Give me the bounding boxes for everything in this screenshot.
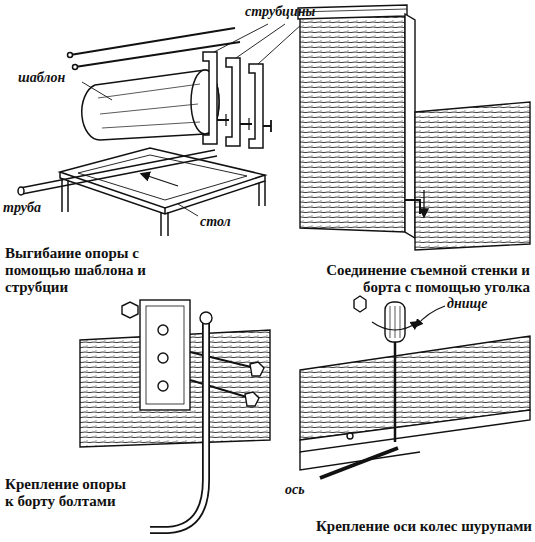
figure-caption: Крепление оси колес шурупами [250,518,532,535]
part-label: днище [447,296,527,312]
part-label: труба [3,200,58,216]
figure-caption: Выгибаиие опоры с помощью шаблона и стру… [5,245,155,296]
part-label: шаблон [18,70,88,86]
wall-joint [298,5,530,250]
axle-mount [300,296,530,478]
figure-caption: Соединение съемной стенки и борта с помо… [290,262,530,296]
part-label: стол [200,214,250,230]
figure-caption: Крепление опоры к борту болтами [5,476,135,510]
part-label: струбцины [245,4,340,20]
part-label: ось [285,482,320,498]
bending-jig [18,24,302,236]
